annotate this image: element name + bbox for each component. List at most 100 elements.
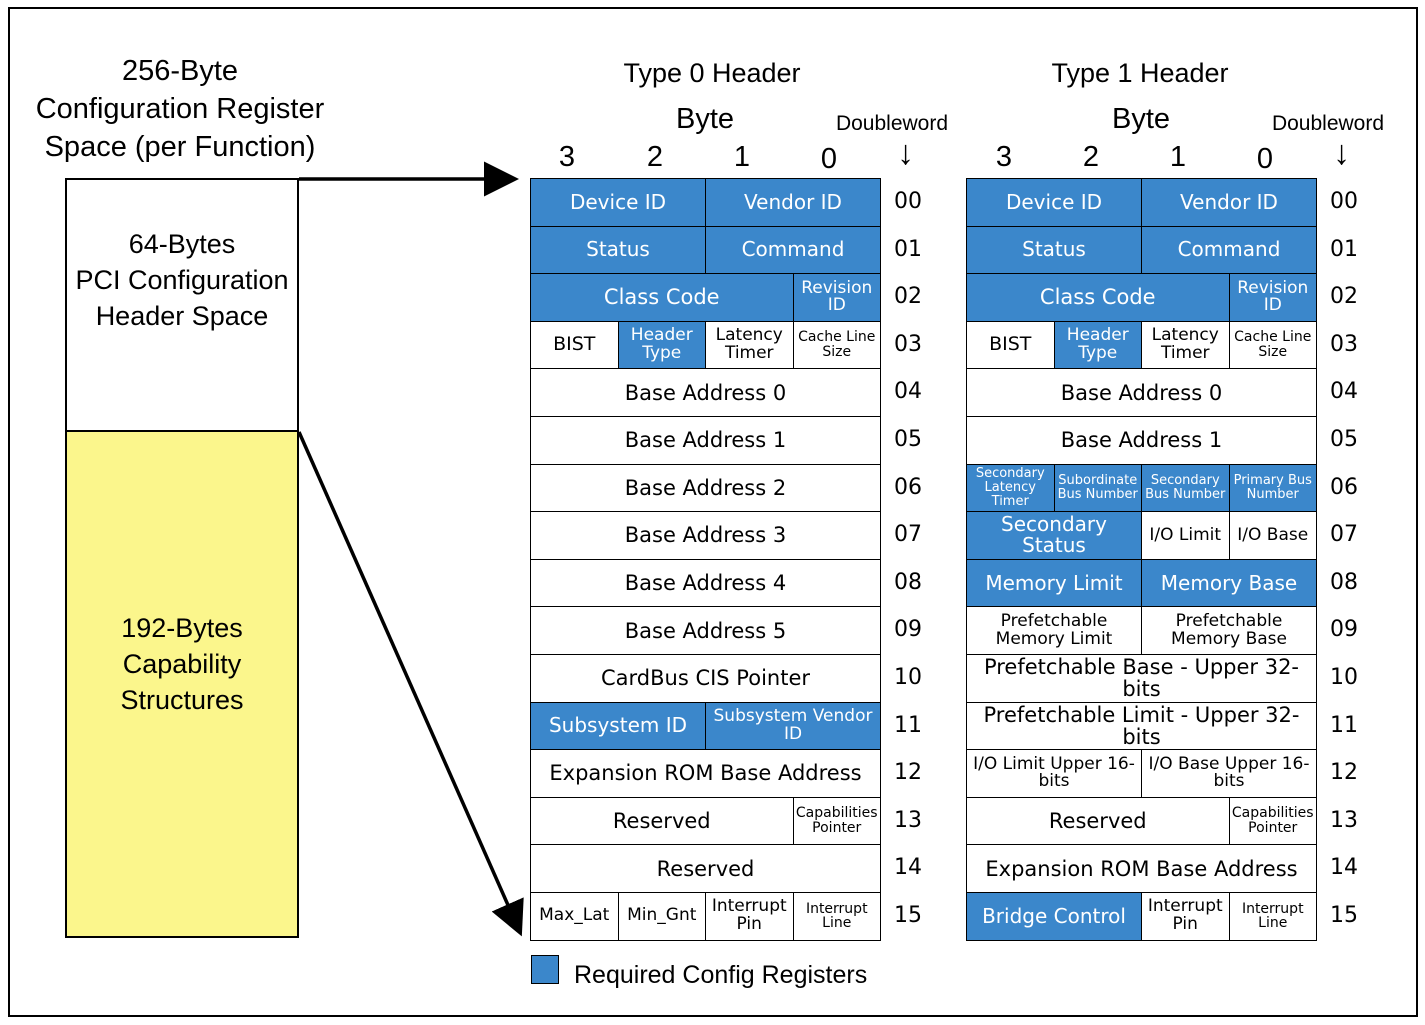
t0-cell-r0-c0: Device ID (530, 178, 706, 227)
capability-line-1: 192-Bytes (121, 613, 243, 643)
t0-dword-13: 13 (894, 807, 922, 833)
type1-byte-col-1: 1 (1169, 141, 1187, 173)
t0-dword-2: 02 (894, 284, 922, 310)
t0-cell-r7-c0: Base Address 3 (530, 511, 881, 560)
config-space-title-line-1: 256-Byte (121, 55, 239, 87)
t1-cell-r0-c1: Vendor ID (1141, 178, 1317, 227)
type0-byte-label: Byte (675, 103, 735, 135)
type1-doubleword-arrow-icon: ↓ (1333, 134, 1350, 172)
type1-doubleword-label: Doubleword (1271, 112, 1385, 135)
t0-dword-12: 12 (894, 760, 922, 786)
type1-byte-col-2: 2 (1082, 141, 1100, 173)
type1-title: Type 1 Header (1051, 58, 1229, 88)
t0-cell-r10-c0: CardBus CIS Pointer (530, 654, 881, 703)
t0-dword-6: 06 (894, 474, 922, 500)
legend-swatch (531, 955, 559, 984)
t1-cell-r7-c2: I/O Base (1228, 511, 1317, 560)
t0-cell-r13-c0: Reserved (530, 796, 794, 846)
capability-structures-box: 192-Bytes Capability Structures (65, 430, 299, 938)
capability-line-2: Capability (122, 649, 242, 679)
t1-cell-r8-c1: Memory Base (1141, 558, 1317, 608)
header-space-line-1: 64-Bytes (128, 229, 236, 259)
t1-cell-r2-c1: Revision ID (1228, 273, 1317, 322)
type0-doubleword-arrow-icon: ↓ (897, 134, 914, 172)
t1-dword-11: 11 (1330, 712, 1358, 738)
config-space-title-line-2: Configuration Register (35, 93, 325, 125)
t1-cell-r1-c1: Command (1141, 225, 1317, 275)
t0-cell-r3-c1: Header Type (617, 320, 706, 370)
t1-dword-6: 06 (1330, 474, 1358, 500)
t1-cell-r10-c0: Prefetchable Base - Upper 32-bits (966, 654, 1317, 703)
t1-cell-r3-c2: Latency Timer (1141, 320, 1230, 370)
t1-dword-0: 00 (1330, 189, 1358, 214)
t1-dword-15: 15 (1330, 903, 1358, 928)
t0-cell-r14-c0: Reserved (530, 844, 881, 893)
t1-dword-8: 08 (1330, 569, 1358, 595)
t1-dword-9: 09 (1330, 617, 1358, 643)
config-space-title: 256-Byte Configuration Register Space (p… (20, 52, 340, 166)
t1-cell-r12-c0: I/O Limit Upper 16-bits (966, 749, 1142, 798)
t0-cell-r5-c0: Base Address 1 (530, 416, 881, 465)
t0-dword-10: 10 (894, 665, 922, 690)
t0-cell-r3-c2: Latency Timer (705, 320, 794, 370)
t0-dword-3: 03 (894, 331, 922, 357)
t0-dword-15: 15 (894, 903, 922, 928)
header-space-line-2: PCI Configuration (75, 265, 289, 295)
t0-dword-1: 01 (894, 236, 922, 262)
type1-byte-col-3: 3 (995, 141, 1013, 173)
type0-byte-col-2: 2 (646, 141, 664, 173)
t1-dword-2: 02 (1330, 284, 1358, 310)
t0-dword-9: 09 (894, 617, 922, 643)
t1-dword-10: 10 (1330, 665, 1358, 690)
t1-cell-r3-c3: Cache Line Size (1228, 320, 1317, 370)
t0-dword-7: 07 (894, 522, 922, 548)
t1-dword-4: 04 (1330, 379, 1358, 405)
t1-cell-r6-c3: Primary Bus Number (1228, 463, 1317, 513)
t1-cell-r15-c2: Interrupt Line (1228, 892, 1317, 941)
t0-dword-5: 05 (894, 427, 922, 452)
t0-dword-11: 11 (894, 712, 922, 738)
t1-cell-r4-c0: Base Address 0 (966, 368, 1317, 417)
t1-cell-r13-c1: Capabilities Pointer (1228, 796, 1317, 846)
type1-byte-col-0: 0 (1256, 143, 1274, 175)
config-space-title-line-3: Space (per Function) (44, 131, 316, 163)
t1-cell-r7-c0: Secondary Status (966, 511, 1142, 560)
t0-cell-r12-c0: Expansion ROM Base Address (530, 749, 881, 798)
type0-byte-col-3: 3 (558, 141, 576, 173)
arrow-to-capabilities (297, 431, 524, 937)
t0-cell-r11-c0: Subsystem ID (530, 701, 706, 751)
type1-byte-label: Byte (1111, 103, 1171, 135)
t0-cell-r4-c0: Base Address 0 (530, 368, 881, 417)
t0-dword-4: 04 (894, 379, 922, 405)
type0-title: Type 0 Header (623, 58, 801, 88)
capability-line-3: Structures (120, 685, 244, 715)
t0-cell-r15-c3: Interrupt Line (792, 892, 881, 941)
legend-label: Required Config Registers (574, 961, 868, 989)
type0-doubleword-label: Doubleword (835, 112, 949, 135)
t1-cell-r3-c1: Header Type (1053, 320, 1142, 370)
t0-cell-r1-c1: Command (705, 225, 881, 275)
t1-cell-r2-c0: Class Code (966, 273, 1230, 322)
t1-dword-13: 13 (1330, 807, 1358, 833)
t1-cell-r15-c0: Bridge Control (966, 892, 1142, 941)
t1-cell-r6-c2: Secondary Bus Number (1141, 463, 1230, 513)
t1-cell-r11-c0: Prefetchable Limit - Upper 32-bits (966, 701, 1317, 751)
t1-cell-r12-c1: I/O Base Upper 16-bits (1141, 749, 1317, 798)
t1-dword-14: 14 (1330, 855, 1358, 881)
t1-cell-r13-c0: Reserved (966, 796, 1230, 846)
t0-cell-r6-c0: Base Address 2 (530, 463, 881, 513)
type0-byte-col-1: 1 (733, 141, 751, 173)
t1-dword-12: 12 (1330, 760, 1358, 786)
t0-dword-14: 14 (894, 855, 922, 881)
t1-cell-r7-c1: I/O Limit (1141, 511, 1230, 560)
t0-dword-0: 00 (894, 189, 922, 214)
t1-cell-r9-c0: Prefetchable Memory Limit (966, 606, 1142, 655)
t0-cell-r0-c1: Vendor ID (705, 178, 881, 227)
t0-cell-r13-c1: Capabilities Pointer (792, 796, 881, 846)
t0-dword-8: 08 (894, 569, 922, 595)
header-space-box: 64-Bytes PCI Configuration Header Space (65, 178, 299, 432)
type0-byte-col-0: 0 (820, 143, 838, 175)
t1-cell-r14-c0: Expansion ROM Base Address (966, 844, 1317, 893)
